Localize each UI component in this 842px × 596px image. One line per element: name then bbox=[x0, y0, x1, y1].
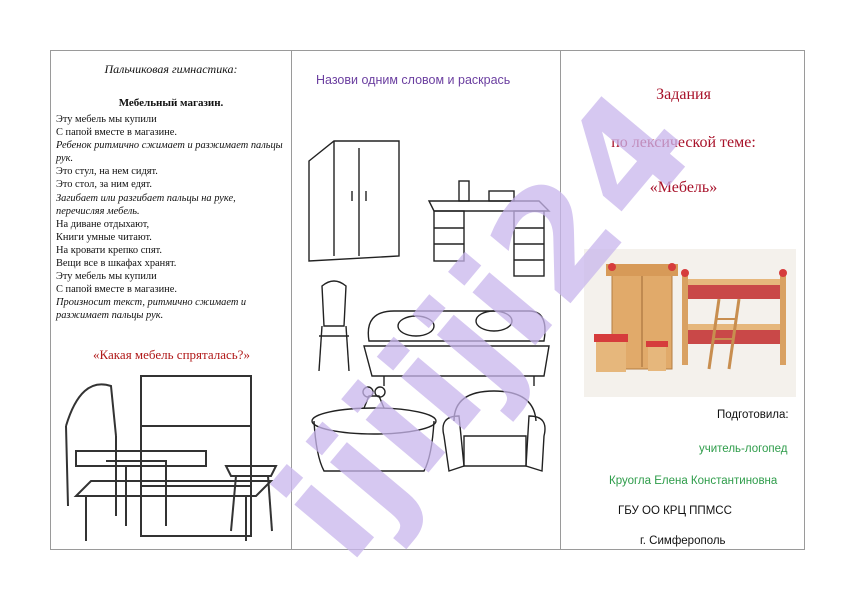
wardrobe-drawing bbox=[308, 140, 400, 262]
poem-instruction-line: Ребенок ритмично сжимает и разжимает пал… bbox=[56, 140, 283, 165]
poem-line: Эту мебель мы купили bbox=[56, 271, 157, 283]
round-table-drawing bbox=[311, 386, 437, 472]
poem-title: Мебельный магазин. bbox=[118, 97, 224, 109]
poem-instruction-line: Загибает или разгибает пальцы на руке, п… bbox=[56, 192, 236, 217]
poem-line: С папой вместе в магазине. bbox=[56, 284, 177, 296]
author-name: Круогла Елена Константиновна bbox=[609, 475, 778, 487]
poem-line: На кровати крепко спят. bbox=[56, 244, 163, 256]
sofa-drawing bbox=[363, 310, 550, 386]
left-column: Пальчиковая гимнастика: Мебельный магази… bbox=[51, 51, 292, 549]
poem-line: С папой вместе в магазине. bbox=[56, 127, 177, 139]
brochure-frame: Пальчиковая гимнастика: Мебельный магази… bbox=[50, 50, 805, 550]
prepared-by-label: Подготовила: bbox=[717, 409, 789, 421]
poem-line: Это стол, за ним едят. bbox=[56, 179, 153, 191]
title-line-2: по лексической теме: bbox=[611, 134, 756, 151]
gymnastics-header: Пальчиковая гимнастика: bbox=[104, 62, 238, 76]
right-column: Задания по лексической теме: «Мебель» bbox=[561, 51, 806, 549]
poem-line: Эту мебель мы купили bbox=[56, 114, 157, 125]
overlapping-furniture-illustration bbox=[65, 375, 278, 541]
title-line-1: Задания bbox=[656, 86, 711, 103]
city-name: г. Симферополь bbox=[640, 535, 726, 547]
organization-name: ГБУ ОО КРЦ ППМСС bbox=[618, 505, 732, 517]
poem-line: На диване отдыхают, bbox=[56, 218, 150, 230]
wooden-furniture-photo bbox=[584, 249, 796, 397]
armchair-drawing bbox=[442, 390, 546, 472]
title-line-3: «Мебель» bbox=[649, 179, 718, 196]
poem-line: Книги умные читают. bbox=[56, 231, 152, 243]
desk-drawing bbox=[427, 180, 551, 277]
author-position: учитель-логопед bbox=[699, 443, 788, 455]
hidden-furniture-title: «Какая мебель спряталась?» bbox=[93, 347, 250, 362]
poem-instruction-line: Произносит текст, ритмично сжимает и раз… bbox=[56, 297, 247, 322]
chair-drawing bbox=[318, 280, 350, 372]
middle-column: Назови одним словом и раскрась bbox=[292, 51, 561, 549]
poem-line: Вещи все в шкафах хранят. bbox=[56, 258, 177, 270]
furniture-coloring-illustrations bbox=[308, 140, 551, 472]
coloring-task-header: Назови одним словом и раскрась bbox=[316, 73, 511, 87]
poem-line: Это стул, на нем сидят. bbox=[56, 166, 158, 178]
